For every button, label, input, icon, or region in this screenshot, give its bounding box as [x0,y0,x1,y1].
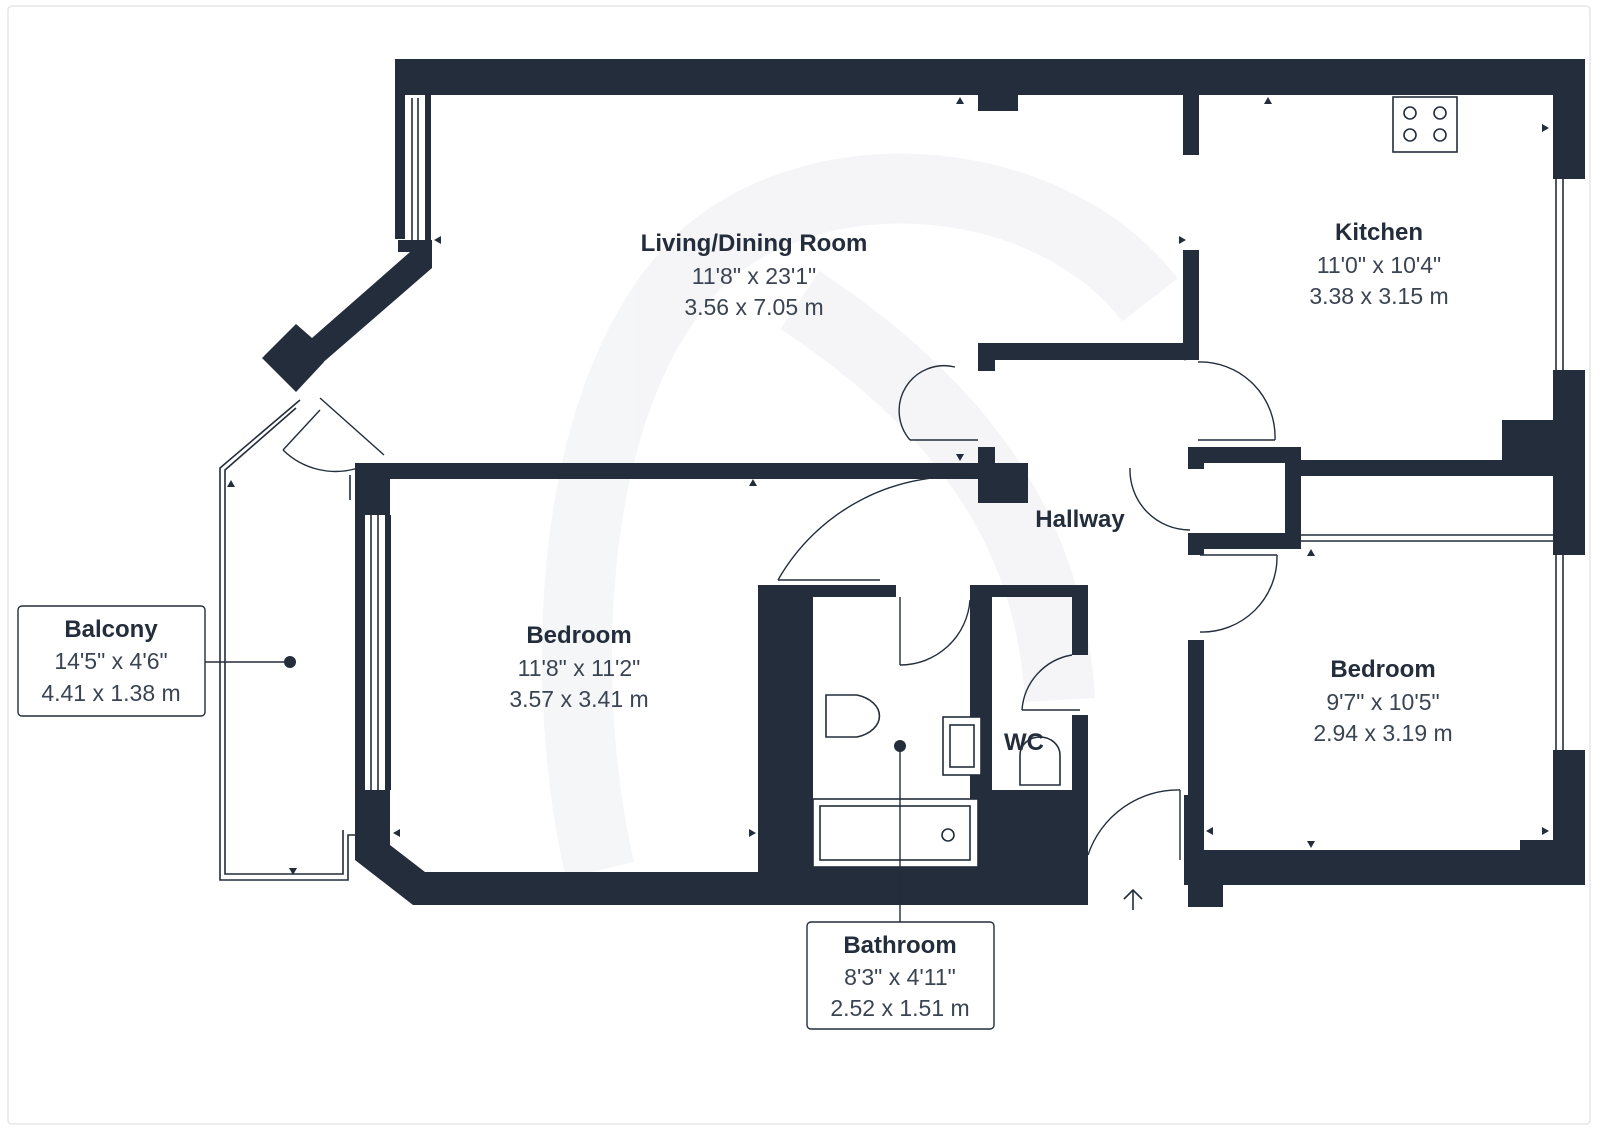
balcony-outline [219,399,355,881]
room-dimensions-imperial: 9'7" x 10'5" [1326,689,1439,715]
kitchen-label: Kitchen 11'0" x 10'4" 3.38 x 3.15 m [1309,219,1448,309]
windows [370,98,1564,790]
room-name: Hallway [1035,506,1125,533]
bathroom-callout: Bathroom 8'3" x 4'11" 2.52 x 1.51 m [806,740,995,1030]
room-dimensions-imperial: 11'8" x 11'2" [518,655,641,681]
room-dimensions-metric: 3.56 x 7.05 m [684,294,823,320]
entrance-arrow-icon [1123,888,1143,910]
room-name: Living/Dining Room [641,230,868,257]
room-name: Kitchen [1335,219,1423,246]
room-name: WC [1004,729,1044,756]
living-room-label: Living/Dining Room 11'8" x 23'1" 3.56 x … [641,230,868,320]
room-dimensions-metric: 2.52 x 1.51 m [830,995,969,1021]
bedroom-right-label: Bedroom 9'7" x 10'5" 2.94 x 3.19 m [1313,656,1452,746]
room-name: Bedroom [526,622,631,649]
hob-icon [1392,96,1458,153]
callout-dot [894,740,906,752]
room-dimensions-metric: 3.38 x 3.15 m [1309,283,1448,309]
room-name: Balcony [64,616,158,643]
sink-icon [942,716,982,776]
balcony-callout: Balcony 14'5" x 4'6" 4.41 x 1.38 m [17,605,296,717]
room-name: Bathroom [843,932,956,959]
bath-icon [812,798,979,868]
room-dimensions-imperial: 11'8" x 23'1" [692,263,816,289]
room-dimensions-metric: 2.94 x 3.19 m [1313,720,1452,746]
room-name: Bedroom [1330,656,1435,683]
wc-toilet-icon [1019,736,1061,786]
hallway-label: Hallway [1035,506,1125,533]
wc-label: WC [1004,729,1044,756]
bedroom-left-label: Bedroom 11'8" x 11'2" 3.57 x 3.41 m [509,622,648,712]
toilet-icon [825,694,881,738]
callout-dot [284,656,296,668]
walls [262,59,1585,907]
page-frame [7,5,1591,1125]
measurement-ticks [227,97,1549,875]
room-dimensions-imperial: 14'5" x 4'6" [54,648,167,674]
room-dimensions-imperial: 8'3" x 4'11" [844,964,956,990]
doors [282,361,1278,860]
room-dimensions-metric: 3.57 x 3.41 m [509,686,648,712]
room-dimensions-imperial: 11'0" x 10'4" [1317,252,1441,278]
room-dimensions-metric: 4.41 x 1.38 m [41,680,180,706]
